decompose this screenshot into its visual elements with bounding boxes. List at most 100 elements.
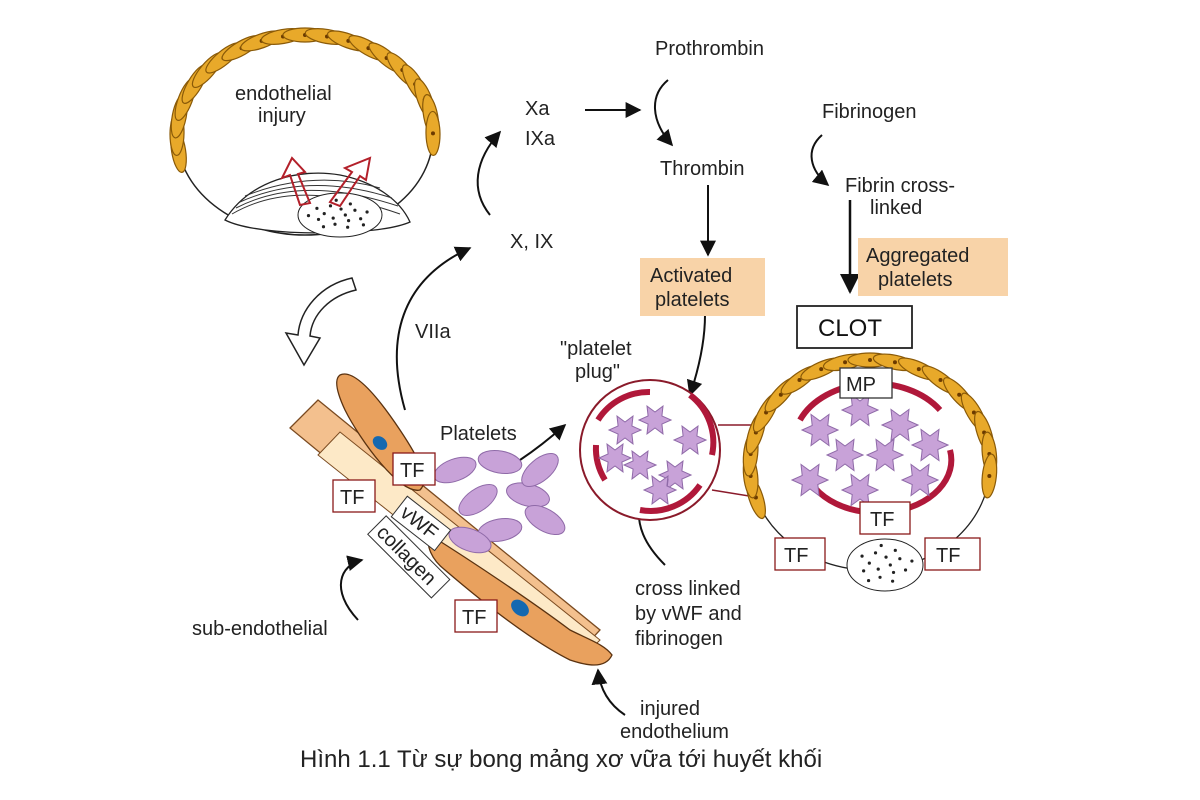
atherosclerotic-plaque [224,156,411,238]
lipid-dot [315,206,319,210]
activated-platelet [672,425,708,455]
x-ix-label: X, IX [510,231,553,253]
activated-platelet [865,438,905,472]
clot-label: CLOT [818,315,882,342]
aggregated-platelets-label-1: Aggregated [866,245,969,267]
lipid-dot [359,217,363,221]
aggregated-platelets-label-2: platelets [878,269,953,291]
lipid-dot [879,543,883,548]
lipid-dot [346,218,351,223]
cell-nucleus-dot [957,392,962,397]
lipid-dot [888,563,892,567]
lipid-dot [867,561,871,565]
lipid-dot [333,222,337,226]
cell-nucleus-dot [916,367,921,372]
tf-label-2: TF [340,487,364,509]
lipid-dot [910,559,914,563]
lipid-dot [334,198,338,202]
activated-platelet [790,463,830,497]
tf-label-6: TF [936,545,960,567]
lipid-dot [331,216,335,220]
tf-label-5: TF [784,545,808,567]
platelet-plug-label-1: "platelet [560,338,632,360]
nucleus-lower [511,599,529,617]
platelets-label: Platelets [440,423,517,445]
endothelial-cell-ring [169,27,441,174]
fibrin-label-1: Fibrin cross- [845,175,955,197]
activated-platelet [642,475,678,505]
lipid-dot [903,568,908,572]
activated-platelets-box: Activated platelets [640,258,765,316]
platelet-cluster [433,450,566,554]
cell-nucleus-dot [843,360,848,365]
injured-endothelium-label-2: endothelium [620,721,729,740]
injured-endothelium-label-1: injured [640,698,700,720]
platelet-plug-label-2: plug" [575,361,620,383]
aggregated-platelets-box: Aggregated platelets [858,238,1008,296]
clot-box: CLOT [796,305,913,349]
ixa-label: IXa [525,128,556,150]
lipid-dot [884,555,888,559]
resting-platelet [524,504,566,536]
cell-nucleus-dot [797,378,802,383]
lipid-dot [348,202,352,206]
crosslinked-label-3: fibrinogen [635,628,723,650]
lipid-dot [306,214,311,218]
lipid-dot [321,225,326,229]
xa-label: Xa [525,98,550,120]
lipid-dot [876,567,880,571]
vessel-wall-strip: TF TF TF vWF collagen [289,373,613,666]
cell-nucleus-dot [938,378,943,383]
cell-nucleus-dot [987,473,992,478]
tf-label-4: TF [870,509,894,531]
cell-nucleus-dot [819,367,824,372]
activated-platelet [622,450,658,480]
lipid-dot [365,210,369,214]
activated-platelet [597,443,633,473]
lipid-dot [322,212,326,216]
lipid-dot [866,578,871,583]
tf-label-1: TF [400,460,424,482]
activated-platelet [800,413,840,447]
lipid-dot [891,570,896,575]
cell-nucleus-dot [892,360,897,365]
lipid-dot [339,207,343,211]
activated-platelet [607,415,643,445]
lipid-dot [878,575,882,579]
prothrombin-label: Prothrombin [655,38,764,60]
lipid-dot [860,554,864,558]
fibrinogen-label: Fibrinogen [822,101,917,123]
vessel-cross-section: endothelial injury [169,27,441,238]
activated-platelet [657,460,693,490]
activated-platelet [900,463,940,497]
viia-label: VIIa [415,321,451,343]
resting-platelet [433,456,477,484]
tf-label-3: TF [462,607,486,629]
crosslinked-label-2: by vWF and [635,603,742,625]
cascade-arrows [339,79,860,716]
figure-caption: Hình 1.1 Từ sự bong mảng xơ vữa tới huyế… [300,746,823,773]
endothelial-cell-lower [427,534,613,666]
activated-platelet [825,438,865,472]
thrombosis-diagram: endothelial injury Prothrombin Xa IXa Th… [169,27,1008,740]
lipid-dot [873,551,878,555]
cell-nucleus-dot [430,131,435,136]
lipid-dot [862,569,866,573]
clot-vessel: MP TF TF TF [742,352,998,592]
resting-platelet [521,453,559,487]
lipid-dot [328,204,333,208]
thrombin-label: Thrombin [660,158,744,180]
endothelial-injury-label-1: endothelial [235,83,332,105]
lipid-dot [361,223,366,227]
lipid-dot [316,217,321,222]
lipid-dot [353,208,357,212]
lipid-dot [891,579,895,583]
resting-platelet [477,450,523,474]
activated-platelet [910,428,950,462]
fibrin-label-2: linked [870,197,922,219]
lipid-dot [346,225,350,229]
crosslinked-label-1: cross linked [635,578,741,600]
lipid-dot [898,557,902,561]
transition-hollow-arrow [284,277,357,367]
